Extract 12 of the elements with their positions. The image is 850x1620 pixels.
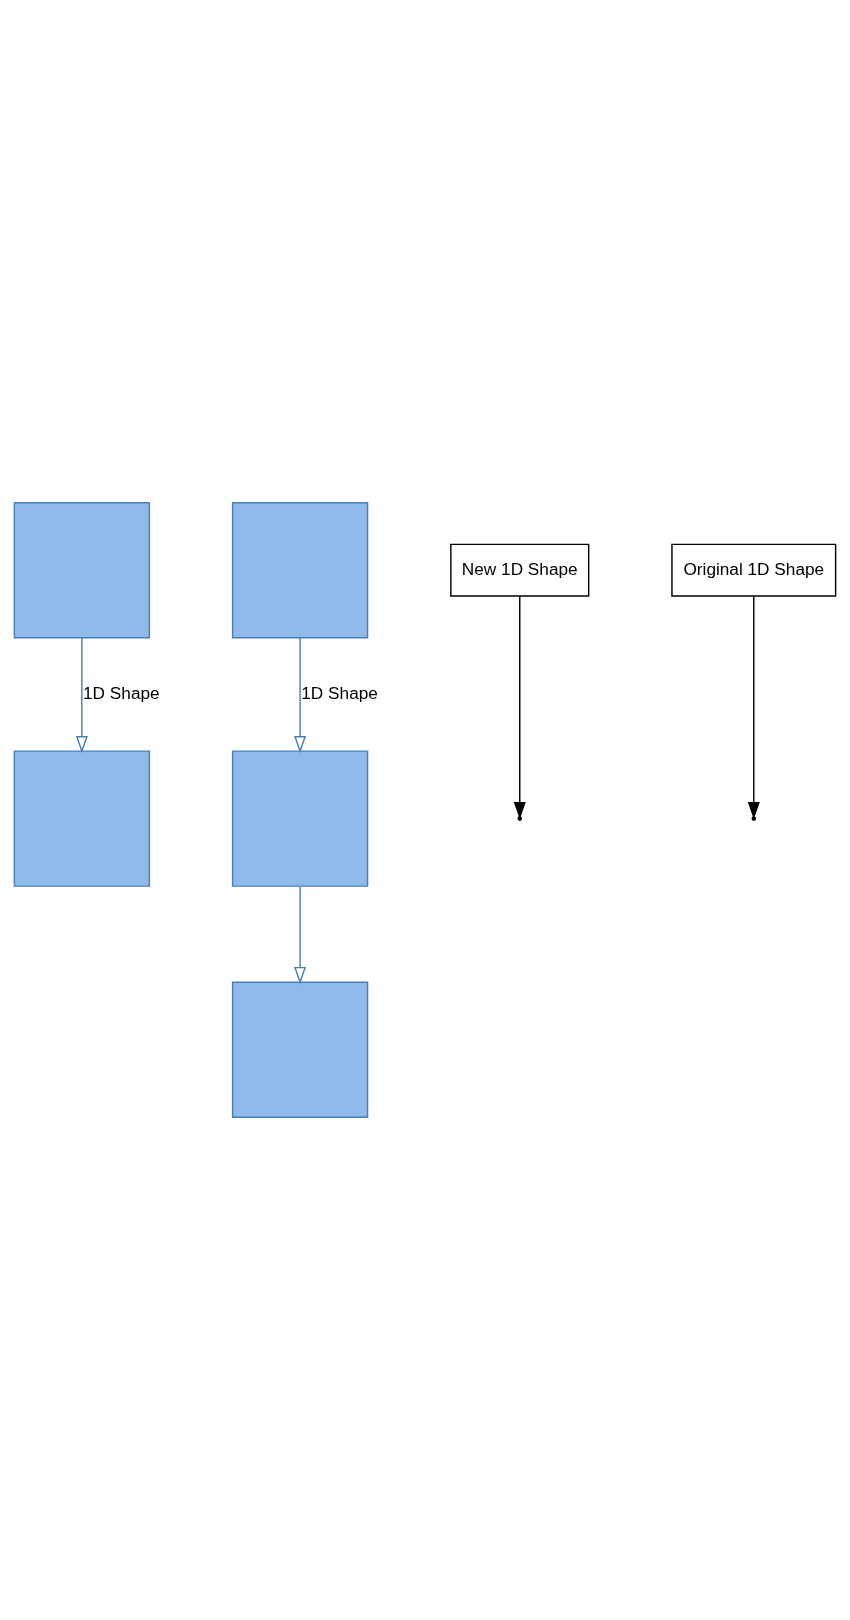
edge-label: 1D Shape: [301, 682, 378, 703]
arrow: [294, 637, 307, 754]
node-box: [231, 750, 369, 887]
node-box: Original 1D Shape: [671, 543, 837, 597]
node-box: [231, 981, 369, 1118]
arrow: [294, 886, 307, 985]
edge-label: 1D Shape: [83, 682, 160, 703]
node-box: [13, 750, 151, 887]
node-box: [13, 502, 151, 639]
node-box: [231, 502, 369, 639]
node-box: New 1D Shape: [450, 543, 590, 597]
arrow: [75, 637, 88, 754]
